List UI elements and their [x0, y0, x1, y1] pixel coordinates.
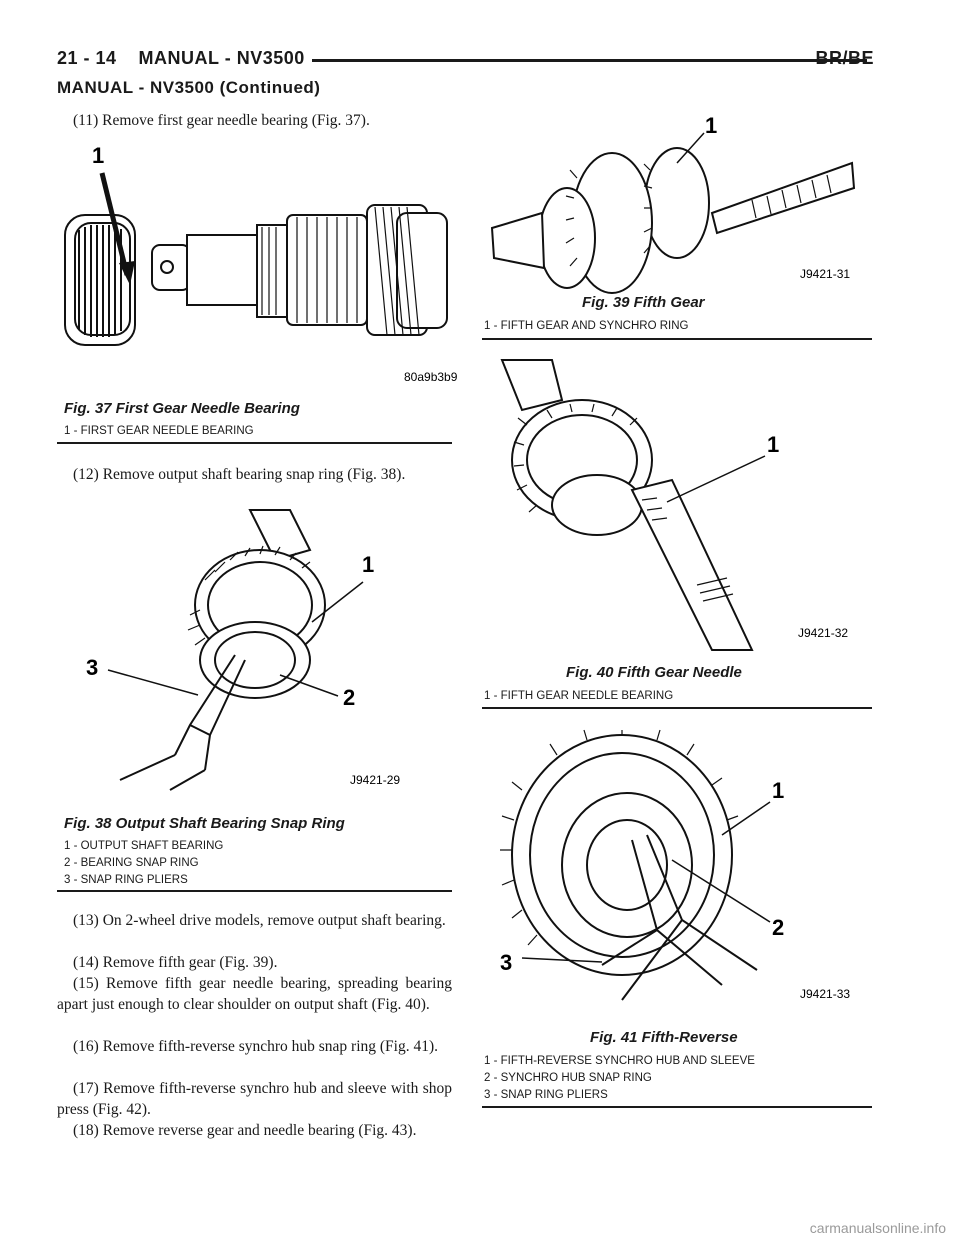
- fig41-legend-1: 1 - FIFTH-REVERSE SYNCHRO HUB AND SLEEVE: [484, 1055, 755, 1067]
- fig41-part-no: J9421-33: [800, 987, 850, 1001]
- fig40-part-no: J9421-32: [798, 626, 848, 640]
- fig38-caption: Fig. 38 Output Shaft Bearing Snap Ring: [64, 815, 345, 832]
- fig39-caption: Fig. 39 Fifth Gear: [582, 294, 705, 311]
- figure-38-illustration: 1 2 3 J9421-29: [80, 509, 440, 791]
- fig41-callout-2: 2: [772, 915, 784, 940]
- fig41-callout-1: 1: [772, 778, 784, 803]
- figure-41-illustration: 1 2 3 J9421-33: [482, 729, 872, 1010]
- fig37-caption: Fig. 37 First Gear Needle Bearing: [64, 400, 300, 417]
- fig38-part-no: J9421-29: [350, 773, 400, 787]
- fig40-legend-1: 1 - FIFTH GEAR NEEDLE BEARING: [484, 690, 674, 702]
- fig40-caption: Fig. 40 Fifth Gear Needle: [566, 664, 742, 681]
- header-rule: [312, 59, 867, 62]
- step-12: (12) Remove output shaft bearing snap ri…: [73, 466, 406, 483]
- fig37-legend-1: 1 - FIRST GEAR NEEDLE BEARING: [64, 425, 254, 437]
- step-11: (11) Remove first gear needle bearing (F…: [73, 112, 370, 129]
- figure-37-illustration: 1 80a9b3b9: [57, 135, 458, 390]
- fig41-legend-2: 2 - SYNCHRO HUB SNAP RING: [484, 1072, 652, 1084]
- watermark: carmanualsonline.info: [809, 1220, 946, 1236]
- fig38-rule: [57, 890, 452, 892]
- page-header-left: 21 - 14 MANUAL - NV3500: [57, 48, 305, 68]
- fig41-rule: [482, 1106, 872, 1108]
- fig40-rule: [482, 707, 872, 709]
- step-13: (13) On 2-wheel drive models, remove out…: [73, 912, 446, 929]
- step-15: (15) Remove fifth gear needle bearing, s…: [57, 975, 452, 1013]
- fig39-legend-1: 1 - FIFTH GEAR AND SYNCHRO RING: [484, 320, 689, 332]
- step-14: (14) Remove fifth gear (Fig. 39).: [73, 954, 278, 971]
- fig38-callout-3: 3: [86, 655, 98, 680]
- fig39-part-no: J9421-31: [800, 267, 850, 281]
- fig41-caption: Fig. 41 Fifth-Reverse: [590, 1029, 738, 1046]
- fig37-callout: 1: [92, 143, 104, 168]
- fig37-rule: [57, 442, 452, 444]
- fig38-callout-2: 2: [343, 685, 355, 710]
- fig37-part-no: 80a9b3b9: [404, 370, 458, 384]
- fig38-legend-2: 2 - BEARING SNAP RING: [64, 857, 199, 869]
- fig39-rule: [482, 338, 872, 340]
- fig40-callout: 1: [767, 432, 779, 457]
- fig38-callout-1: 1: [362, 552, 374, 577]
- fig38-legend-3: 3 - SNAP RING PLIERS: [64, 874, 188, 886]
- fig41-legend-3: 3 - SNAP RING PLIERS: [484, 1089, 608, 1101]
- figure-40-illustration: 1 J9421-32: [482, 359, 872, 651]
- section-title: MANUAL - NV3500 (Continued): [57, 78, 321, 97]
- fig41-callout-3: 3: [500, 950, 512, 975]
- step-18: (18) Remove reverse gear and needle bear…: [73, 1122, 417, 1139]
- page-header-right: BR/BE: [815, 48, 874, 68]
- step-16: (16) Remove fifth-reverse synchro hub sn…: [73, 1038, 439, 1055]
- step-17: (17) Remove fifth-reverse synchro hub an…: [57, 1080, 452, 1118]
- fig39-callout: 1: [705, 113, 717, 138]
- figure-39-illustration: 1 J9421-31: [482, 108, 872, 294]
- fig38-legend-1: 1 - OUTPUT SHAFT BEARING: [64, 840, 224, 852]
